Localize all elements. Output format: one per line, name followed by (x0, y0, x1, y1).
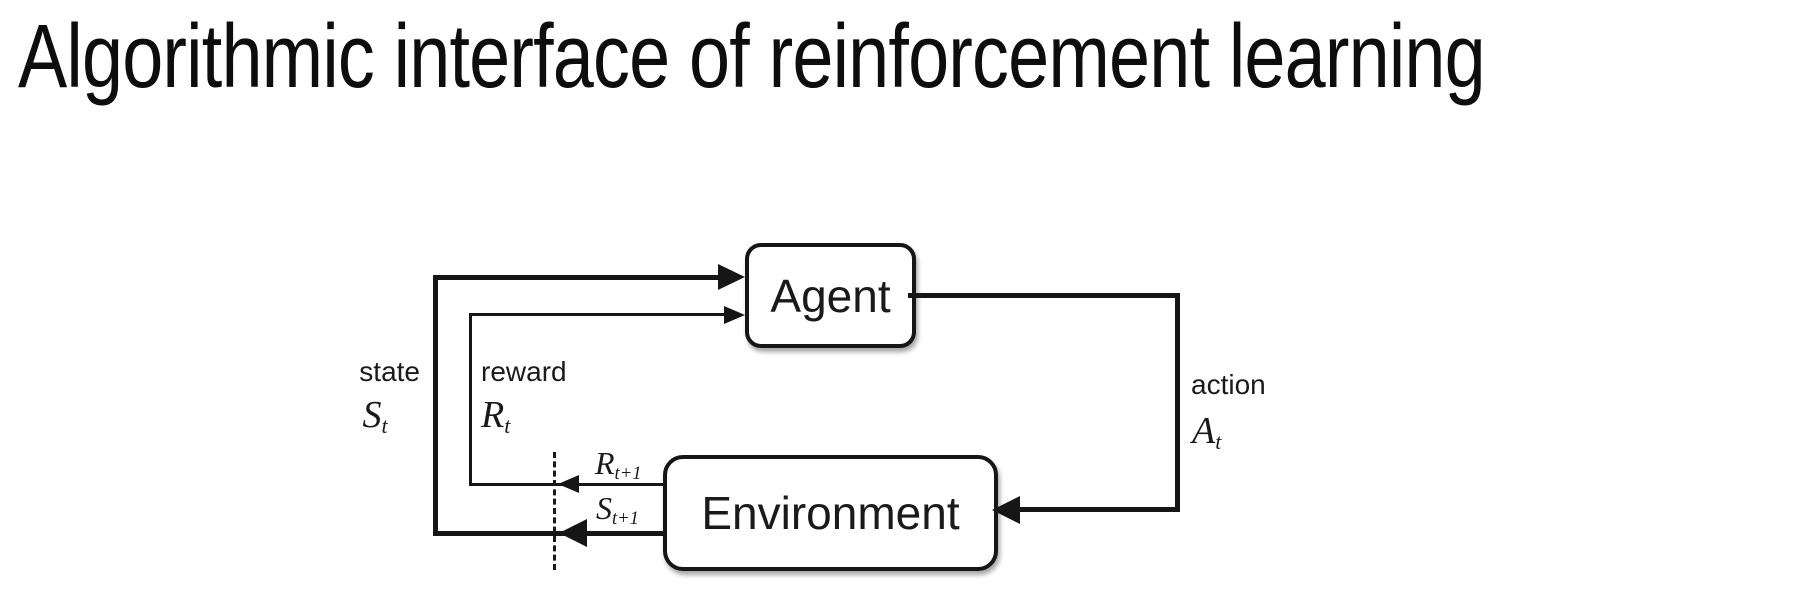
reward-loop-left-line (469, 313, 472, 486)
reward-loop-top-line (469, 313, 725, 316)
state-loop-left-line (433, 275, 438, 536)
state-arrowhead-into-agent-icon (718, 264, 745, 290)
next-state-line (433, 531, 663, 536)
action-loop-bottom-line (1016, 507, 1180, 512)
slide-title: Algorithmic interface of reinforcement l… (18, 7, 1486, 107)
environment-node-label: Environment (701, 487, 960, 539)
next-reward-arrowhead-icon (558, 475, 579, 493)
environment-node: Environment (663, 455, 998, 571)
next-state-symbol: St+1 (596, 490, 639, 530)
action-arrowhead-into-environment-icon (992, 496, 1020, 524)
action-loop-right-line (1175, 293, 1180, 510)
action-symbol: At (1192, 410, 1222, 455)
action-loop-top-line (908, 293, 1180, 298)
reward-symbol: Rt (481, 394, 511, 439)
next-reward-symbol: Rt+1 (595, 445, 642, 485)
action-label: action (1191, 369, 1266, 400)
state-label: state (359, 356, 420, 387)
agent-node: Agent (745, 243, 916, 348)
reward-arrowhead-into-agent-icon (724, 306, 745, 324)
agent-node-label: Agent (770, 269, 891, 322)
state-loop-top-line (433, 275, 720, 280)
reward-label: reward (481, 356, 567, 387)
state-symbol: St (362, 394, 388, 439)
time-step-boundary-dashed-line (553, 452, 556, 570)
next-state-arrowhead-icon (559, 519, 587, 547)
